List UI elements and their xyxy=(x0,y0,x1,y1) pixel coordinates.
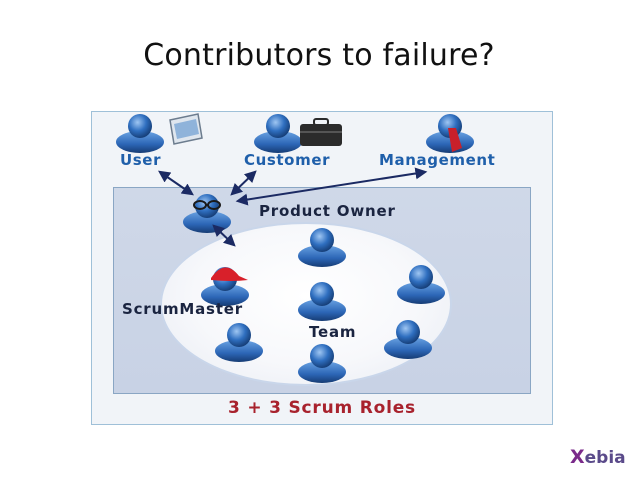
xebia-logo: Xebia xyxy=(570,446,626,468)
product-owner-label: Product Owner xyxy=(259,202,396,220)
team-member-person-icon xyxy=(298,282,346,321)
briefcase-icon xyxy=(300,118,342,146)
logo-text: ebia xyxy=(584,448,626,468)
logo-mark: X xyxy=(570,446,585,468)
red-cap-icon xyxy=(211,267,248,281)
team-member-person-icon xyxy=(298,344,346,383)
arrow-management-product-owner xyxy=(235,167,428,206)
slide-title: Contributors to failure? xyxy=(143,38,495,73)
scrum-master-label: ScrumMaster xyxy=(122,300,243,318)
scrum-roles-caption: 3 + 3 Scrum Roles xyxy=(228,398,416,418)
customer-person-icon xyxy=(254,114,302,153)
team-member-person-icon xyxy=(298,228,346,267)
customer-label: Customer xyxy=(244,151,331,169)
laptop-icon xyxy=(169,113,203,145)
arrow-user-product-owner xyxy=(158,170,194,196)
team-member-person-icon xyxy=(215,323,263,362)
arrow-product-owner-team xyxy=(212,224,236,247)
tie-icon xyxy=(448,128,462,152)
management-label: Management xyxy=(379,151,496,169)
arrow-customer-product-owner xyxy=(230,170,257,196)
user-label: User xyxy=(120,151,162,169)
product-owner-person-icon xyxy=(183,194,231,233)
team-member-person-icon xyxy=(384,320,432,359)
user-person-icon xyxy=(116,114,164,153)
team-label: Team xyxy=(309,323,357,341)
glasses-icon xyxy=(193,200,221,210)
team-member-person-icon xyxy=(397,265,445,304)
